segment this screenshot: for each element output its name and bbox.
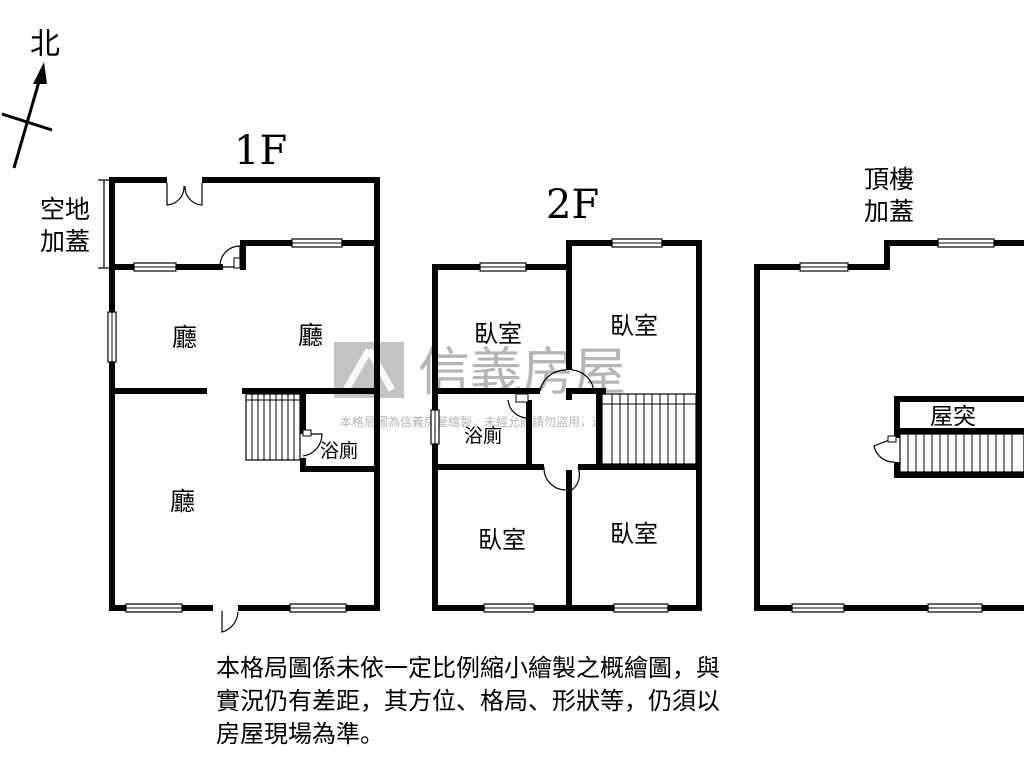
room-label-2f-bath: 浴廁 bbox=[464, 424, 502, 447]
floor-roof-door bbox=[873, 435, 897, 463]
floor-roof-stairs bbox=[899, 433, 1024, 473]
room-label-2f-bed-tl: 臥室 bbox=[474, 320, 522, 348]
door bbox=[571, 369, 595, 393]
annotation-dimension-line bbox=[98, 179, 110, 269]
floor-1f-title: 1F bbox=[234, 128, 287, 174]
window bbox=[611, 238, 663, 248]
window bbox=[289, 603, 347, 613]
window bbox=[291, 238, 343, 248]
north-label: 北 bbox=[30, 27, 60, 62]
floor-1f-doors bbox=[166, 183, 323, 633]
annotation-line2: 加蓋 bbox=[40, 227, 90, 256]
floor-2f-windows bbox=[430, 238, 669, 613]
window bbox=[107, 311, 117, 363]
window bbox=[927, 603, 983, 613]
floor-roof-walls bbox=[754, 240, 1024, 611]
floor-1f-windows bbox=[107, 238, 347, 613]
floor-1f: 1F 空地 加蓋 bbox=[40, 128, 380, 633]
window bbox=[125, 603, 183, 613]
north-arrow-icon bbox=[33, 62, 47, 84]
door bbox=[219, 245, 241, 269]
door bbox=[302, 429, 323, 457]
room-label-1f-bath: 浴廁 bbox=[320, 439, 358, 462]
window bbox=[799, 262, 849, 272]
window bbox=[791, 603, 845, 613]
window bbox=[430, 409, 440, 445]
double-door bbox=[166, 183, 203, 206]
window bbox=[479, 262, 527, 272]
annotation-line1: 空地 bbox=[40, 195, 90, 224]
floor-2f-title: 2F bbox=[546, 182, 599, 228]
room-label-2f-bed-bl: 臥室 bbox=[478, 526, 526, 554]
room-label-1f-hall-bottom: 廳 bbox=[170, 487, 195, 516]
floor-roof-title-line1: 頂樓 bbox=[864, 165, 914, 194]
door bbox=[543, 466, 567, 491]
disclaimer-text: 本格局圖係未依一定比例縮小繪製之概繪圖，與 實況仍有差距，其方位、格局、形狀等，… bbox=[216, 654, 720, 748]
floor-roof: 頂樓 加蓋 bbox=[754, 165, 1024, 613]
window bbox=[483, 603, 535, 613]
floor-roof-windows bbox=[791, 238, 995, 613]
window bbox=[613, 603, 669, 613]
room-label-1f-hall-right: 廳 bbox=[298, 321, 323, 350]
floor-1f-stairs bbox=[245, 393, 301, 461]
room-label-roof-stair-house: 屋突 bbox=[930, 404, 976, 430]
window bbox=[133, 262, 177, 272]
entrance-door bbox=[221, 611, 239, 633]
room-label-1f-hall-left: 廳 bbox=[172, 323, 197, 352]
floor-roof-title-line2: 加蓋 bbox=[864, 197, 914, 226]
door bbox=[507, 393, 529, 419]
window bbox=[937, 238, 995, 248]
floor-2f-doors bbox=[507, 369, 595, 491]
door bbox=[571, 466, 581, 491]
watermark-notice: 本格局圖為信義房屋繪製，未經允許請勿盜用，違者必究 bbox=[340, 414, 640, 429]
room-label-2f-bed-br: 臥室 bbox=[610, 520, 658, 548]
floor-2f-stairs bbox=[601, 393, 697, 465]
floor-2f: 2F bbox=[430, 182, 702, 613]
north-compass: 北 bbox=[1, 27, 60, 169]
door bbox=[539, 369, 567, 392]
room-label-2f-bed-tr: 臥室 bbox=[610, 312, 658, 340]
